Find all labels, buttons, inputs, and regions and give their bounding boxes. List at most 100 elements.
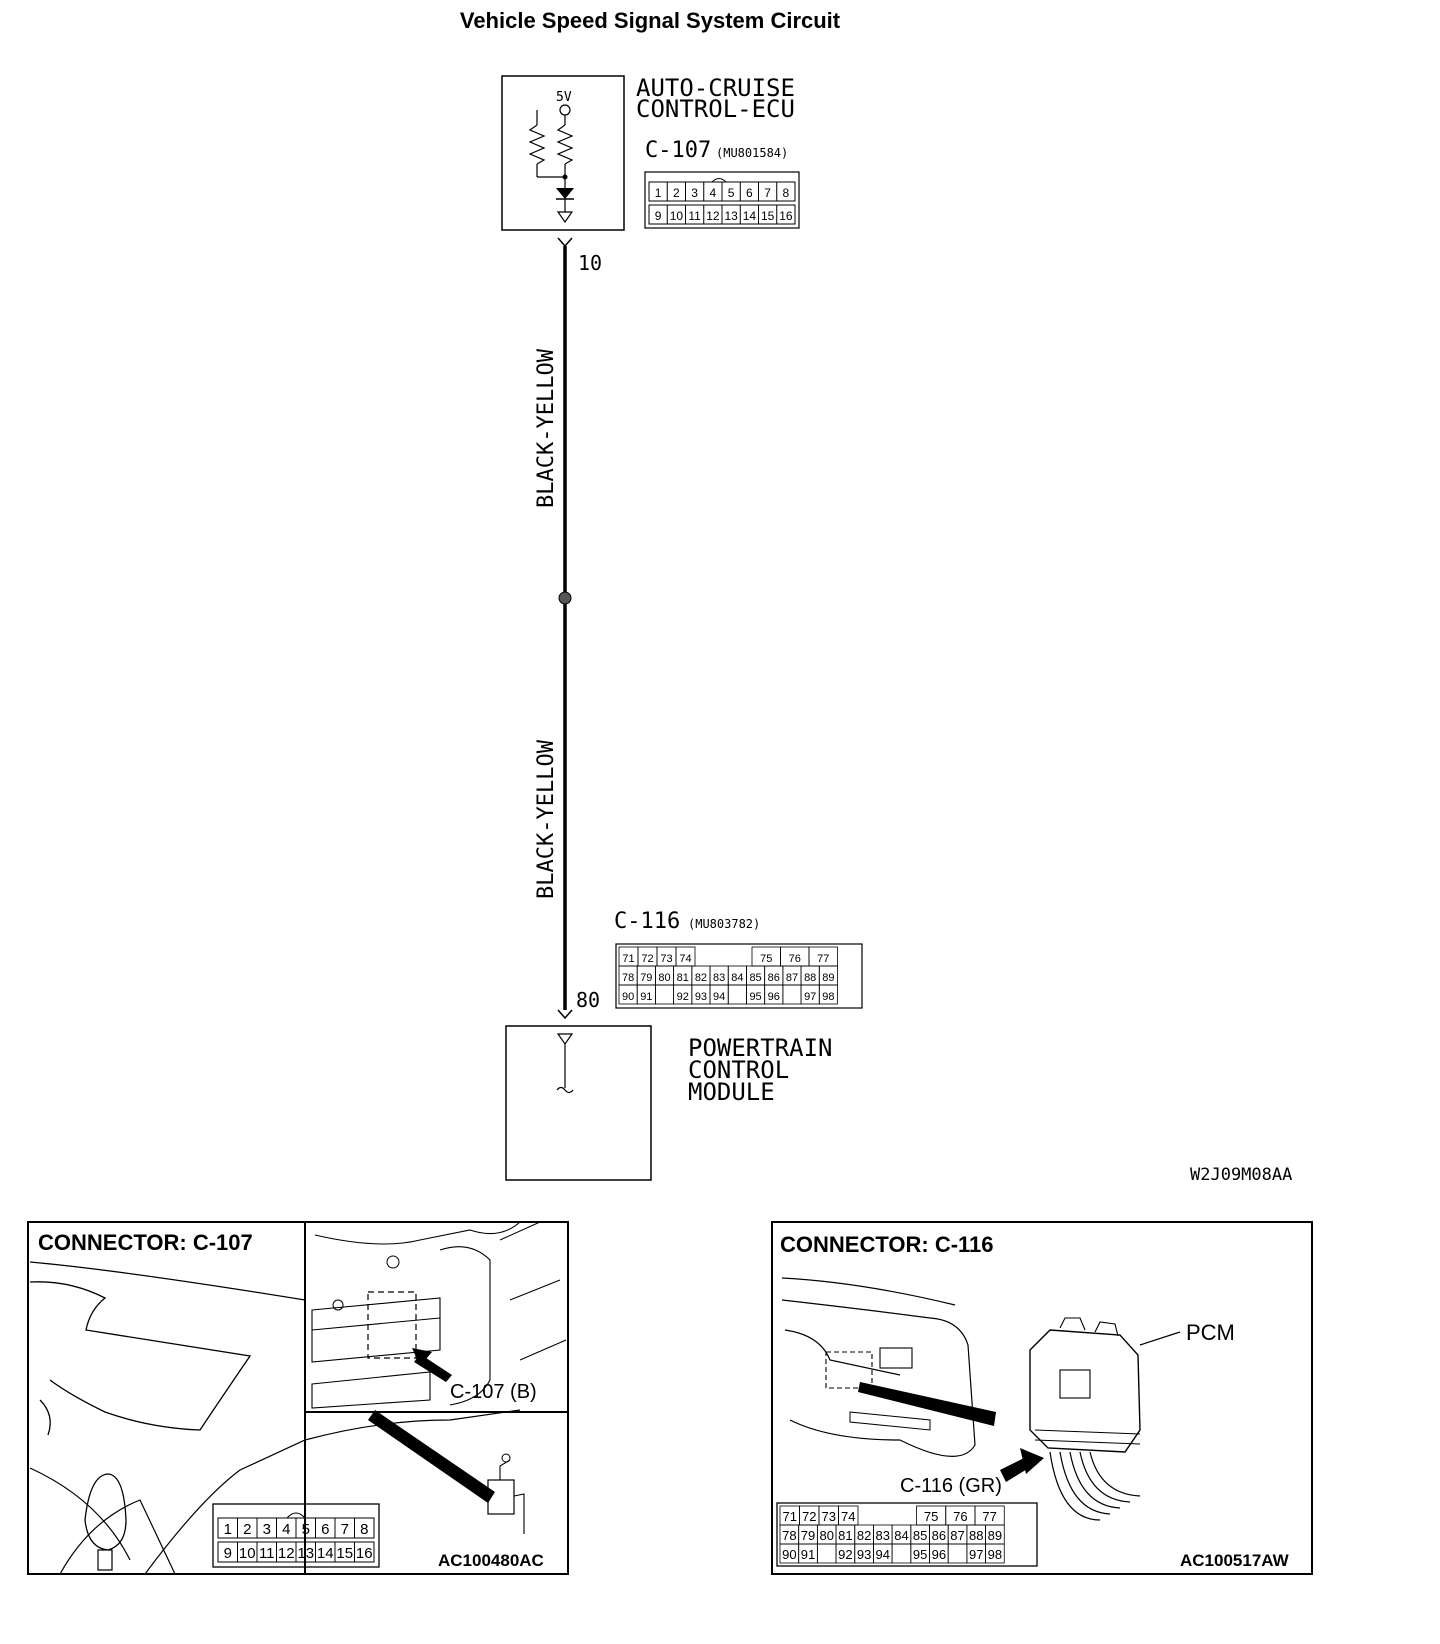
pin-label: 71	[622, 953, 634, 965]
pcm-connector-id: C-116	[614, 909, 680, 934]
panel-right-callout: C-116 (GR)	[900, 1475, 1002, 1497]
voltage-label: 5V	[556, 90, 572, 105]
ecu-name-line1: AUTO-CRUISE	[636, 74, 795, 102]
pin-label: 1	[655, 186, 662, 200]
junction-icon	[558, 591, 572, 605]
pin-label: 2	[673, 186, 680, 200]
pin-label: 83	[713, 972, 725, 984]
pin-label: 92	[677, 991, 689, 1003]
pin-label: 84	[894, 1528, 908, 1543]
pin-label: 91	[640, 991, 652, 1003]
resistor-icon	[556, 124, 574, 165]
ground-icon	[556, 211, 574, 224]
pin-label: 79	[640, 972, 652, 984]
ecu-connector-part: (MU801584)	[716, 146, 788, 160]
pin-label: 82	[857, 1528, 871, 1543]
pin-label: 14	[743, 209, 757, 223]
pin-label: 88	[804, 972, 816, 984]
pin-label: 85	[749, 972, 761, 984]
pin-label: 89	[822, 972, 834, 984]
diagram-code: W2J09M08AA	[1190, 1165, 1292, 1185]
pin-label: 85	[913, 1528, 927, 1543]
pin-label: 80	[819, 1528, 833, 1543]
pin-label: 8	[360, 1521, 368, 1538]
pin-label: 93	[695, 991, 707, 1003]
ecu-block: 5V	[501, 75, 625, 231]
pin-label: 96	[932, 1547, 946, 1562]
pin-label: 82	[695, 972, 707, 984]
pin-label: 14	[317, 1545, 334, 1562]
pcm-connector-part: (MU803782)	[688, 917, 760, 931]
pin-label: 15	[336, 1545, 353, 1562]
pin-label: 81	[838, 1528, 852, 1543]
pin-label: 7	[764, 186, 771, 200]
pin-label: 98	[988, 1547, 1002, 1562]
pin-label: 76	[789, 953, 801, 965]
gear-shifter-icon	[84, 1473, 127, 1551]
pin-label: 10	[670, 209, 684, 223]
pin-label: 77	[817, 953, 829, 965]
wire-color-lower: BLACK-YELLOW	[534, 739, 559, 899]
pin-label: 95	[749, 991, 761, 1003]
pin-label: 74	[679, 953, 691, 965]
pin-label: 89	[988, 1528, 1002, 1543]
pin-label: 2	[243, 1521, 251, 1538]
pin-label: 80	[658, 972, 670, 984]
pin-label: 93	[857, 1547, 871, 1562]
pin-label: 71	[783, 1509, 797, 1524]
ecu-name-line2: CONTROL-ECU	[636, 95, 795, 123]
panel-left-title: CONNECTOR: C-107	[38, 1230, 253, 1255]
page-title: Vehicle Speed Signal System Circuit	[459, 8, 841, 33]
pin-label: 87	[786, 972, 798, 984]
pin-label: 7	[341, 1521, 349, 1538]
pin-label: 12	[706, 209, 720, 223]
pin-label: 84	[731, 972, 743, 984]
pin-label: 3	[691, 186, 698, 200]
pin-label: 73	[822, 1509, 836, 1524]
pin-label: 79	[801, 1528, 815, 1543]
pin-label: 92	[838, 1547, 852, 1562]
pin-label: 6	[321, 1521, 329, 1538]
wire-color-upper: BLACK-YELLOW	[534, 348, 559, 508]
diode-icon	[556, 188, 574, 199]
pcm-name-line1: POWERTRAIN	[688, 1034, 833, 1062]
ecu-connector-id: C-107	[645, 138, 711, 163]
pin-label: 9	[224, 1545, 232, 1562]
pin-label: 94	[876, 1547, 890, 1562]
ecu-pin-label: 10	[578, 251, 602, 275]
pin-label: 91	[801, 1547, 815, 1562]
pin-label: 78	[782, 1528, 796, 1543]
pin-label: 5	[728, 186, 735, 200]
voltage-source-icon	[559, 104, 571, 116]
pin-label: 95	[913, 1547, 927, 1562]
resistor-icon	[528, 124, 546, 165]
pin-label: 97	[969, 1547, 983, 1562]
pin-label: 13	[297, 1545, 314, 1562]
pin-label: 11	[688, 209, 701, 223]
pcm-pin-label: 80	[576, 988, 600, 1012]
pin-label: 83	[876, 1528, 890, 1543]
pin-label: 74	[841, 1509, 855, 1524]
pin-label: 77	[982, 1509, 996, 1524]
pin-label: 86	[932, 1528, 946, 1543]
pin-label: 5	[302, 1521, 310, 1538]
pin-label: 12	[278, 1545, 295, 1562]
pin-label: 9	[655, 209, 662, 223]
pin-label: 1	[224, 1521, 232, 1538]
panel-right-code: AC100517AW	[1180, 1551, 1290, 1570]
pcm-block	[505, 1025, 652, 1181]
pin-label: 97	[804, 991, 816, 1003]
pin-label: 75	[760, 953, 772, 965]
pin-label: 78	[622, 972, 634, 984]
pin-label: 81	[677, 972, 689, 984]
panel-left-callout: C-107 (B)	[450, 1381, 537, 1403]
pin-label: 3	[263, 1521, 271, 1538]
pin-label: 86	[768, 972, 780, 984]
pin-label: 4	[282, 1521, 290, 1538]
pcm-name-line2: CONTROL	[688, 1056, 789, 1084]
panel-right-pcm-label: PCM	[1186, 1320, 1235, 1345]
